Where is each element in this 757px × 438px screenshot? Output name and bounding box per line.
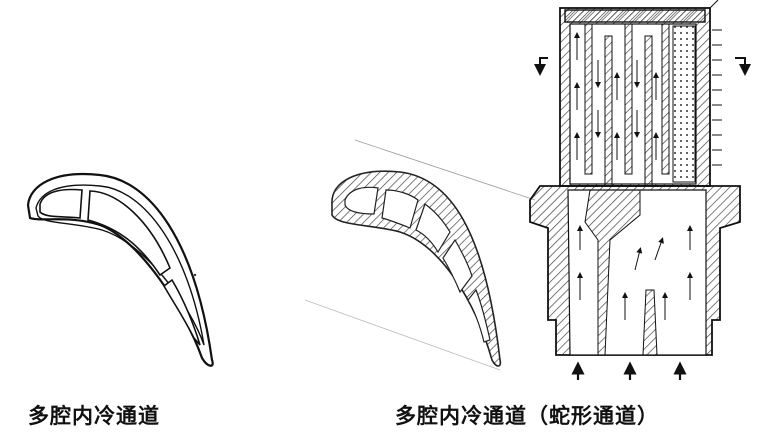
rib-5 bbox=[661, 23, 670, 175]
hatched-cavity-5 bbox=[467, 288, 491, 343]
cavity-leading bbox=[39, 188, 83, 219]
tip-cap bbox=[564, 9, 706, 23]
hatched-blade-section bbox=[304, 139, 536, 371]
inlet-arrows bbox=[571, 361, 687, 380]
hatched-blade-body bbox=[331, 170, 502, 367]
left-blade-section bbox=[26, 172, 214, 367]
rib-2 bbox=[604, 35, 613, 187]
hatched-cavity-2 bbox=[381, 189, 419, 229]
hatched-cavity-4 bbox=[442, 238, 473, 294]
cavity-middle bbox=[87, 190, 171, 277]
film-hole-ticks bbox=[709, 0, 722, 166]
hatched-cavity-3 bbox=[415, 203, 451, 254]
flow-arrows bbox=[574, 32, 693, 320]
rib-4 bbox=[644, 35, 653, 187]
rib-3 bbox=[624, 23, 633, 175]
rotation-arrow-left bbox=[534, 57, 548, 76]
hatched-cavity-1 bbox=[344, 186, 379, 215]
rotation-arrow-right bbox=[735, 57, 751, 76]
caption-right: 多腔内冷通道（蛇形通道） bbox=[395, 404, 659, 428]
root-divider-center bbox=[642, 289, 658, 356]
blade-outline-inner bbox=[35, 184, 205, 346]
blade-outline-outer bbox=[26, 172, 214, 367]
serpentine-blade bbox=[529, 0, 751, 380]
root-divider-left bbox=[584, 189, 641, 356]
cavity-trailing bbox=[162, 278, 201, 346]
pin-fin-region bbox=[672, 25, 696, 183]
rib-1 bbox=[584, 23, 593, 175]
caption-left: 多腔内冷通道 bbox=[28, 404, 160, 428]
